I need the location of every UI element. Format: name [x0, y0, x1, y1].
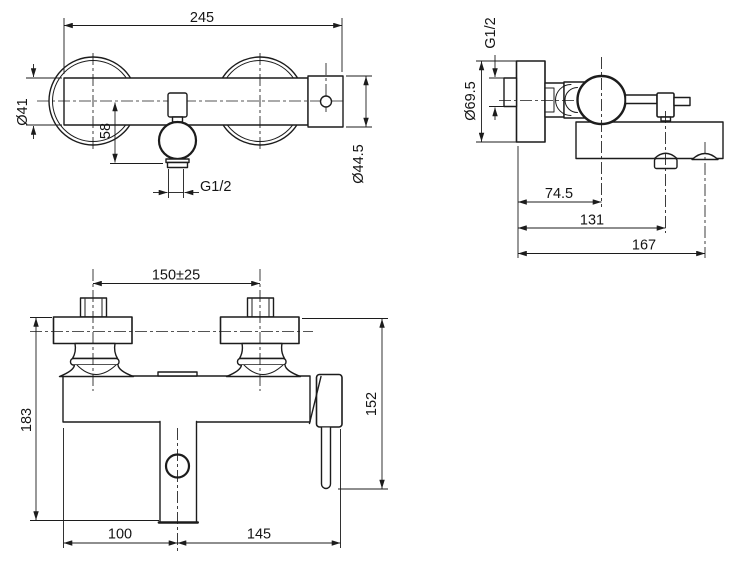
dim-side-flange-diameter: Ø69.5: [463, 81, 479, 121]
end-cap-port: [319, 95, 333, 108]
inlet-union-left: [52, 297, 135, 378]
dim-install-body-to-spout: 100: [108, 527, 132, 543]
spout: [159, 420, 198, 524]
dim-side-wall-to-outlet: 131: [580, 213, 604, 229]
dim-front-end-diameter: Ø44.5: [351, 144, 367, 184]
spout-outlet-dome: [691, 152, 719, 161]
dim-install-overall-height: 183: [19, 408, 35, 432]
front-view: 245 Ø41 58 G1/2 Ø44.5: [15, 10, 372, 198]
dim-front-outlet-drop: 58: [98, 123, 114, 139]
lever-handle-rod: [320, 426, 332, 490]
inlet-union-right: [219, 297, 302, 378]
dim-install-handle-drop: 152: [364, 392, 380, 416]
lower-body: [575, 121, 724, 160]
dim-front-body-diameter: Ø41: [15, 98, 31, 125]
wall-flange: [515, 60, 546, 143]
dim-install-spout-to-handle: 145: [247, 527, 271, 543]
installation-view: 150±25 183 152 100 145: [19, 268, 388, 552]
lever-handle: [315, 373, 343, 428]
dim-side-wall-to-front: 167: [632, 238, 656, 254]
lever-end: [673, 96, 691, 107]
mixer-body: [62, 375, 311, 423]
dim-front-outlet-thread: G1/2: [200, 179, 231, 195]
dim-side-wall-to-handle: 74.5: [545, 186, 573, 202]
inlet-connection: [503, 77, 518, 108]
dim-install-inlet-spacing: 150±25: [152, 268, 200, 284]
lever-rod: [624, 94, 658, 105]
mounting-tab: [157, 371, 198, 377]
dim-front-length: 245: [190, 10, 214, 26]
diverter-knob: [157, 120, 198, 161]
side-view: G1/2 Ø69.5 74.5 131 167: [463, 17, 724, 258]
dim-side-inlet-thread: G1/2: [483, 17, 499, 48]
diverter-stem: [167, 92, 188, 118]
